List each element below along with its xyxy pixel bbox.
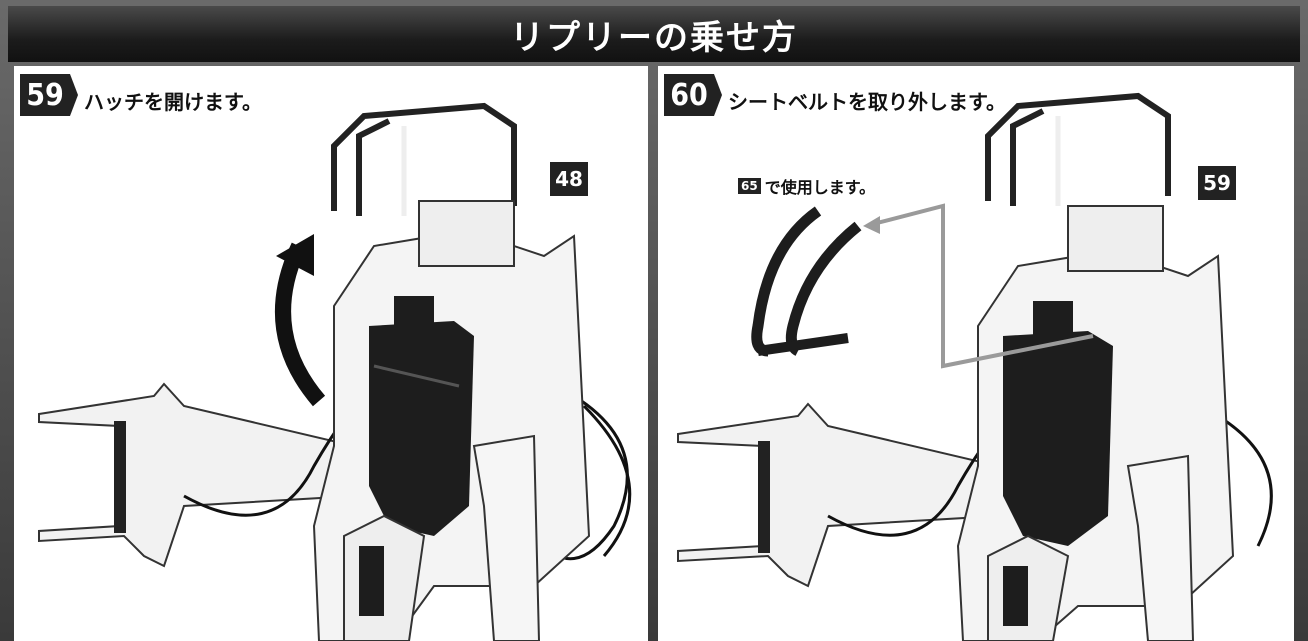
reference-badge: 59 bbox=[1198, 166, 1236, 200]
step-panel-60: 60 シートベルトを取り外します。 59 65 で使用します。 bbox=[658, 66, 1294, 641]
note-reference-badge: 65 bbox=[738, 178, 761, 194]
power-loader-illustration bbox=[677, 92, 1273, 641]
header-bar: リプリーの乗せ方 bbox=[8, 6, 1300, 62]
step-instruction: ハッチを開けます。 bbox=[84, 90, 262, 114]
step-number: 59 bbox=[20, 74, 78, 116]
step-panel-59: 59 ハッチを開けます。 48 bbox=[14, 66, 648, 641]
page-title: リプリーの乗せ方 bbox=[510, 17, 798, 58]
step-instruction: シートベルトを取り外します。 bbox=[728, 90, 1006, 114]
usage-note: 65 で使用します。 bbox=[738, 174, 875, 198]
step-number: 60 bbox=[664, 74, 722, 116]
reference-badge: 48 bbox=[550, 162, 588, 196]
note-text: で使用します。 bbox=[764, 178, 876, 197]
power-loader-illustration bbox=[38, 102, 632, 641]
